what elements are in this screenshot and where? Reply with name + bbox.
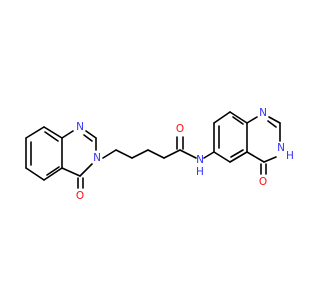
bond	[213, 111, 231, 124]
double-bond-inner	[46, 166, 60, 176]
amide-group	[176, 136, 215, 159]
bond	[131, 149, 149, 159]
bond	[25, 167, 45, 181]
right-pyrimidinone-ring	[246, 116, 281, 175]
atom-n-amide: N	[196, 154, 204, 166]
bond	[229, 151, 248, 163]
left-benzene-ring	[25, 126, 63, 181]
double-bond-inner	[232, 116, 244, 125]
bond	[246, 116, 258, 124]
bond	[229, 111, 248, 124]
double-bond-inner	[267, 120, 277, 128]
bond	[179, 149, 197, 159]
atom-n1-right: N	[259, 107, 267, 119]
atom-n1-left: N	[76, 121, 84, 133]
bond	[263, 156, 277, 163]
structure-drawing: N N O O N H N N H O	[25, 107, 294, 202]
bond	[268, 116, 281, 124]
bond	[43, 126, 63, 139]
double-bond-inner	[230, 149, 244, 158]
double-bond-inner	[83, 134, 93, 142]
atom-o-right: O	[259, 176, 267, 188]
alkyl-chain	[102, 149, 181, 159]
atom-o-left: O	[76, 190, 84, 202]
atom-n3-right: N	[277, 142, 285, 154]
bond	[61, 167, 81, 177]
bond	[25, 126, 45, 139]
bond	[102, 149, 117, 159]
left-pyrimidinone-ring	[61, 130, 97, 189]
atom-h-amide: H	[196, 166, 204, 178]
bond	[85, 130, 97, 139]
bond	[147, 149, 165, 159]
bond	[203, 151, 215, 159]
double-bond-inner	[44, 131, 59, 142]
bond	[213, 151, 231, 163]
bond	[61, 130, 74, 139]
bond	[163, 149, 181, 159]
atom-n3-left: N	[93, 152, 101, 164]
bond	[43, 167, 63, 181]
atom-o-amide: O	[176, 123, 184, 135]
molecule-canvas: N N O O N H N N H O	[25, 107, 294, 202]
bond	[115, 149, 133, 159]
right-benzene-ring	[213, 111, 248, 163]
bond	[246, 151, 265, 163]
bond	[79, 163, 93, 177]
atom-h-n3-right: H	[286, 150, 294, 162]
